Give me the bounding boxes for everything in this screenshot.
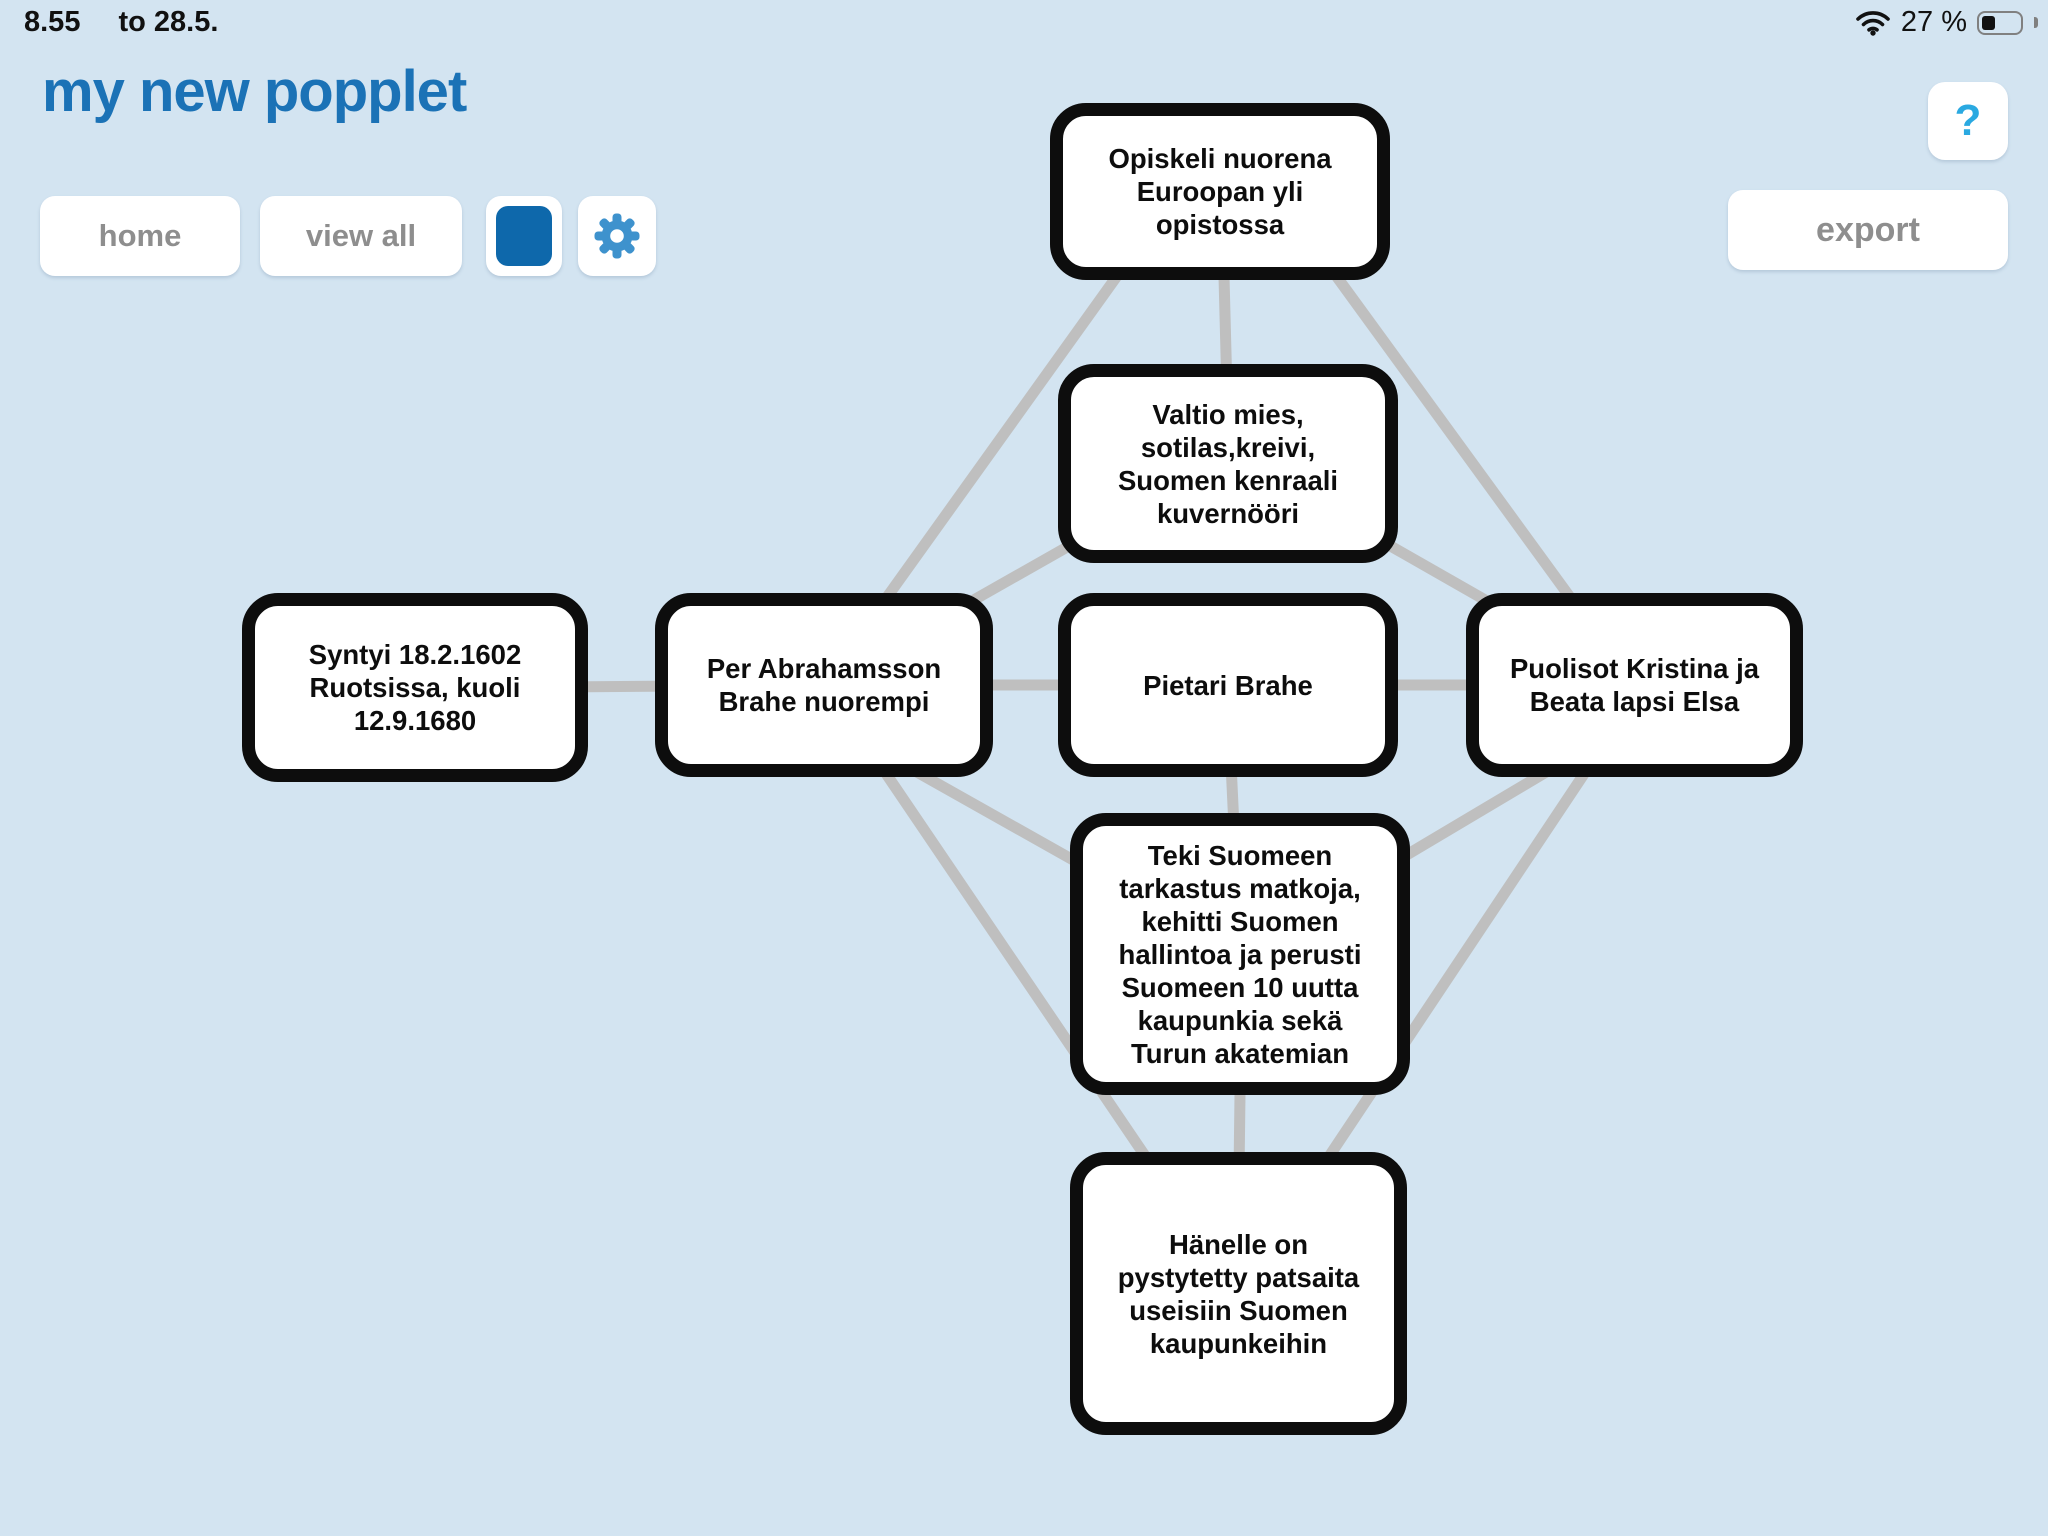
battery-icon <box>1977 10 2023 35</box>
popple-node-per[interactable]: Per Abrahamsson Brahe nuorempi <box>655 593 993 777</box>
popple-node-puolisot[interactable]: Puolisot Kristina ja Beata lapsi Elsa <box>1466 593 1803 777</box>
popple-node-syntyi[interactable]: Syntyi 18.2.1602 Ruotsissa, kuoli 12.9.1… <box>242 593 588 782</box>
help-button[interactable]: ? <box>1928 82 2008 160</box>
popple-node-hanelle[interactable]: Hänelle on pystytetty patsaita useisiin … <box>1070 1152 1407 1435</box>
gear-icon <box>594 213 640 259</box>
page-title: my new popplet <box>42 59 467 124</box>
popple-node-opiskeli[interactable]: Opiskeli nuorena Euroopan yli opistossa <box>1050 103 1390 280</box>
status-bar-right: 27 % <box>1855 6 2038 39</box>
popple-node-valtio[interactable]: Valtio mies, sotilas,kreivi, Suomen kenr… <box>1058 364 1398 563</box>
settings-button[interactable] <box>578 196 656 276</box>
popple-node-pietari[interactable]: Pietari Brahe <box>1058 593 1398 777</box>
battery-percent-label: 27 % <box>1900 6 1967 38</box>
status-date: to 28.5. <box>118 6 219 38</box>
view-all-button[interactable]: view all <box>260 196 462 276</box>
battery-nub <box>2034 17 2038 28</box>
color-swatch-button[interactable] <box>486 196 562 276</box>
blue-color-swatch <box>496 206 552 266</box>
status-time: 8.55 <box>24 6 81 38</box>
popple-node-teki[interactable]: Teki Suomeen tarkastus matkoja, kehitti … <box>1070 813 1410 1095</box>
wifi-icon <box>1856 11 1890 36</box>
status-bar-left: 8.55 to 28.5. <box>24 6 218 39</box>
export-button[interactable]: export <box>1728 190 2008 270</box>
home-button[interactable]: home <box>40 196 240 276</box>
